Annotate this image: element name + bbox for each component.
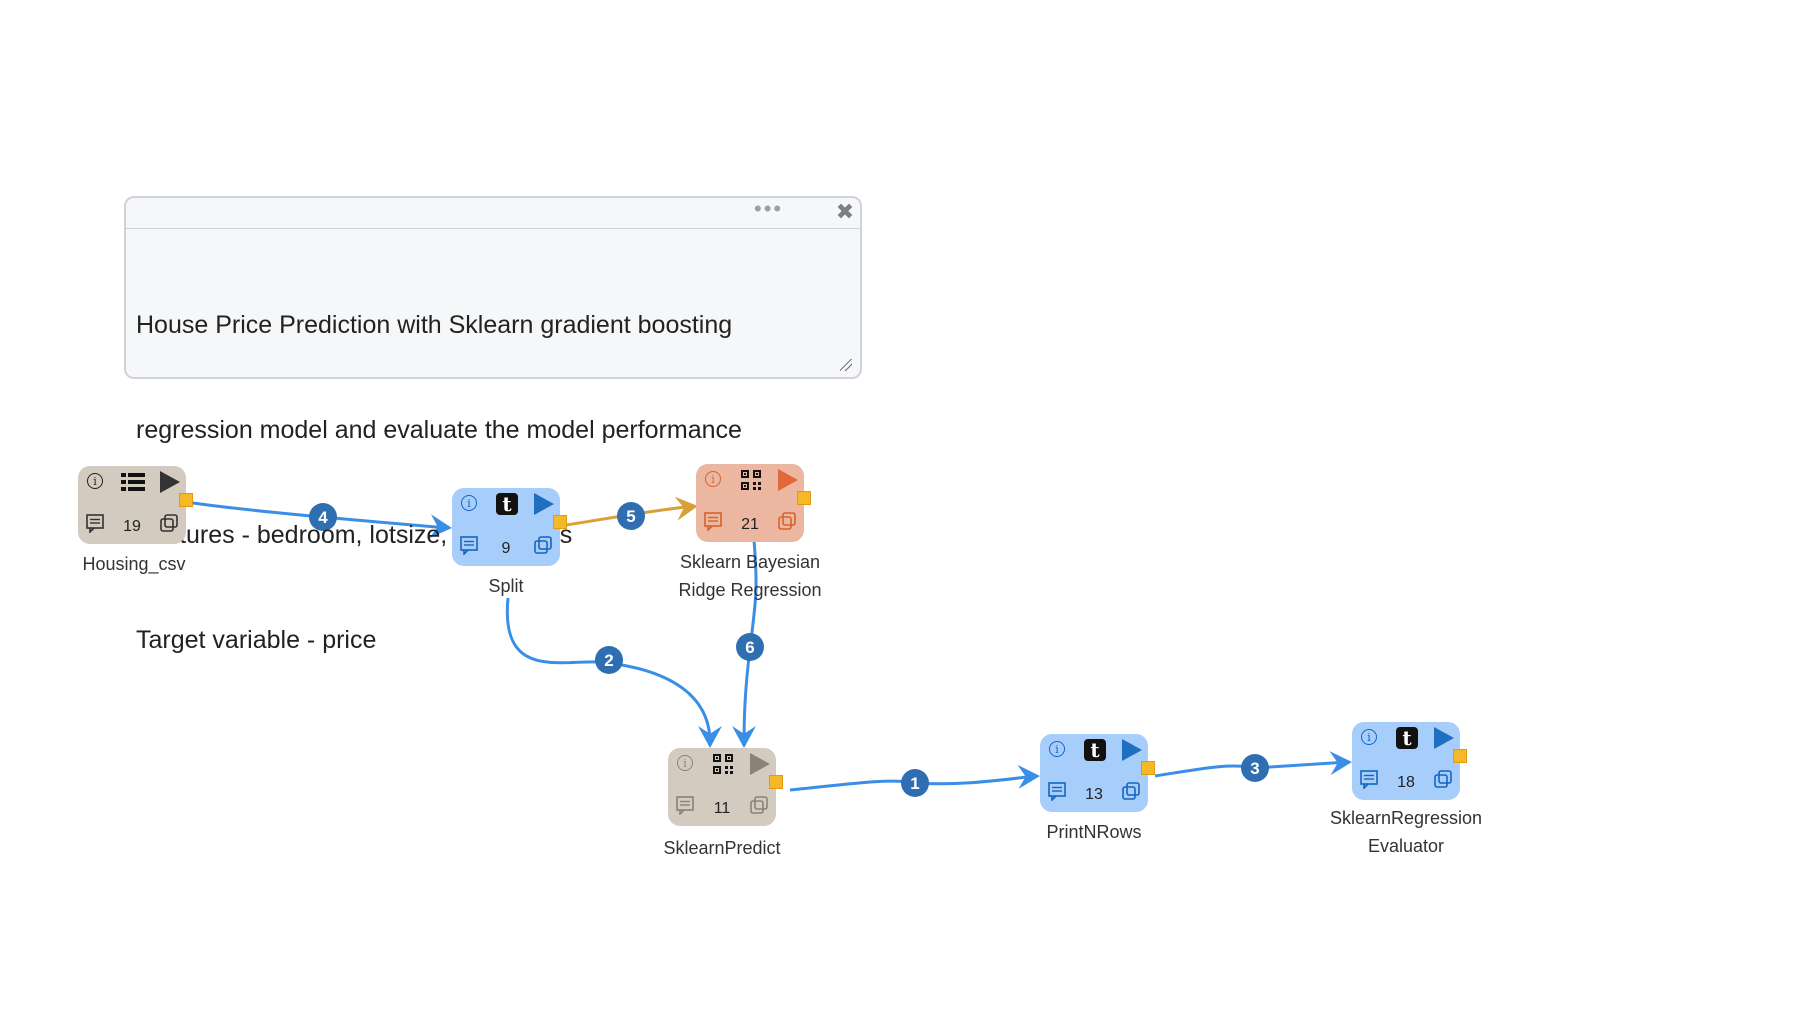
node-label: SklearnRegression Evaluator [1296, 804, 1516, 860]
run-play-icon[interactable] [746, 751, 772, 777]
node-label-line: Housing_csv [82, 554, 186, 574]
edge-badge-label: 3 [1250, 759, 1259, 778]
node-housing-csv[interactable]: i 19 [78, 466, 193, 544]
run-play-icon[interactable] [774, 467, 800, 493]
output-port[interactable] [1141, 761, 1155, 775]
node-id: 11 [713, 800, 731, 817]
output-port[interactable] [1453, 749, 1467, 763]
info-icon[interactable]: i [1046, 738, 1068, 760]
edge-badge[interactable]: 2 [595, 646, 623, 674]
comment-icon[interactable] [458, 534, 480, 556]
info-icon[interactable]: i [84, 470, 106, 492]
edge-badge-circle [595, 646, 623, 674]
edge-badge[interactable]: 6 [736, 633, 764, 661]
comment-icon[interactable] [84, 512, 106, 534]
copy-icon[interactable] [1432, 768, 1454, 790]
node-label-line: Ridge Regression [678, 580, 822, 600]
node-label-line: Split [488, 576, 524, 596]
note-header[interactable]: ••• ✖ [126, 196, 860, 229]
note-line: regression model and evaluate the model … [136, 416, 742, 444]
edge-badge-circle [1241, 754, 1269, 782]
t-icon[interactable]: t [1394, 725, 1420, 751]
info-icon[interactable]: i [458, 492, 480, 514]
node-label-line: Evaluator [1367, 836, 1445, 856]
edge-badge-label: 4 [318, 508, 328, 527]
output-port[interactable] [179, 493, 193, 507]
output-port[interactable] [797, 491, 811, 505]
edge-badge-circle [309, 503, 337, 531]
node-sklearn-predict[interactable]: i 11 [668, 748, 783, 826]
node-label: Sklearn Bayesian Ridge Regression [640, 548, 860, 604]
node-label-line: Sklearn Bayesian [679, 552, 821, 572]
qr-icon[interactable] [738, 467, 764, 493]
edge-connection[interactable] [185, 500, 449, 530]
info-icon[interactable]: i [674, 752, 696, 774]
edge-badge-label: 2 [604, 651, 613, 670]
node-label: PrintNRows [984, 818, 1204, 846]
copy-icon[interactable] [158, 512, 180, 534]
edge-badge[interactable]: 4 [309, 503, 337, 531]
comment-icon[interactable] [702, 510, 724, 532]
info-icon[interactable]: i [1358, 726, 1380, 748]
drag-handle-icon[interactable]: ••• [754, 196, 784, 221]
edge-badge-circle [736, 633, 764, 661]
close-icon[interactable]: ✖ [835, 199, 855, 224]
note-line: House Price Prediction with Sklearn grad… [136, 311, 733, 339]
note-line: Target variable - price [136, 626, 377, 654]
node-label: Housing_csv [24, 550, 244, 578]
run-play-icon[interactable] [530, 491, 556, 517]
node-id: 18 [1397, 774, 1415, 791]
node-label: Split [396, 572, 616, 600]
node-label-line: SklearnPredict [663, 838, 781, 858]
comment-icon[interactable] [1046, 780, 1068, 802]
copy-icon[interactable] [1120, 780, 1142, 802]
note-text[interactable]: House Price Prediction with Sklearn grad… [136, 238, 844, 728]
edge-badge-label: 5 [626, 507, 635, 526]
edge-badge-circle [901, 769, 929, 797]
copy-icon[interactable] [748, 794, 770, 816]
resize-grip-icon[interactable] [840, 359, 852, 371]
node-id: 9 [501, 540, 511, 557]
node-id: 21 [741, 516, 759, 533]
node-id: 13 [1085, 786, 1103, 803]
node-split[interactable]: i t 9 [452, 488, 567, 566]
t-icon[interactable]: t [494, 491, 520, 517]
node-sklearn-regression-evaluator[interactable]: i t 18 [1352, 722, 1467, 800]
comment-icon[interactable] [674, 794, 696, 816]
workflow-note[interactable]: ••• ✖ House Price Prediction with Sklear… [124, 196, 862, 654]
edge-badge-label: 1 [910, 774, 919, 793]
info-icon[interactable]: i [702, 468, 724, 490]
run-play-icon[interactable] [1118, 737, 1144, 763]
output-port[interactable] [553, 515, 567, 529]
node-print-n-rows[interactable]: i t 13 [1040, 734, 1155, 812]
run-play-icon[interactable] [156, 469, 182, 495]
edge-badge[interactable]: 3 [1241, 754, 1269, 782]
edge-badge[interactable]: 5 [617, 502, 645, 530]
edge-badge-circle [617, 502, 645, 530]
node-label: SklearnPredict [612, 834, 832, 862]
comment-icon[interactable] [1358, 768, 1380, 790]
run-play-icon[interactable] [1430, 725, 1456, 751]
node-sklearn-bayesian-ridge[interactable]: i 21 [696, 464, 811, 542]
node-id: 19 [123, 518, 141, 535]
edge-badge-label: 6 [745, 638, 754, 657]
copy-icon[interactable] [532, 534, 554, 556]
qr-icon[interactable] [710, 751, 736, 777]
output-port[interactable] [769, 775, 783, 789]
edge-badge[interactable]: 1 [901, 769, 929, 797]
table-list-icon[interactable] [120, 469, 146, 495]
node-label-line: PrintNRows [1046, 822, 1142, 842]
copy-icon[interactable] [776, 510, 798, 532]
t-icon[interactable]: t [1082, 737, 1108, 763]
node-label-line: SklearnRegression [1329, 808, 1483, 828]
